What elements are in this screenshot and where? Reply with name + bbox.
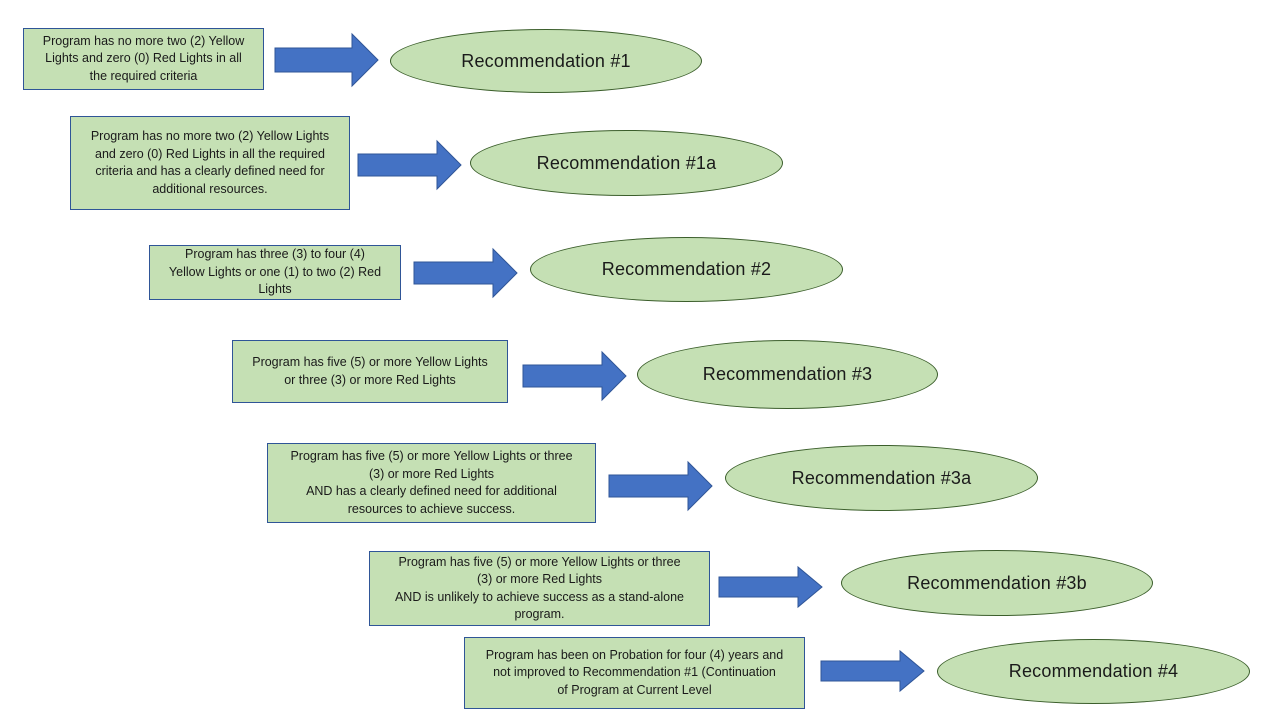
recommendation-oval-6: Recommendation #3b xyxy=(841,550,1153,616)
criteria-box-4: Program has five (5) or more Yellow Ligh… xyxy=(232,340,508,403)
recommendation-oval-2: Recommendation #1a xyxy=(470,130,783,196)
criteria-box-1: Program has no more two (2) Yellow Light… xyxy=(23,28,264,90)
recommendation-oval-4: Recommendation #3 xyxy=(637,340,938,409)
criteria-box-5: Program has five (5) or more Yellow Ligh… xyxy=(267,443,596,523)
right-arrow-icon xyxy=(718,565,823,609)
right-arrow-icon xyxy=(820,649,925,693)
right-arrow-icon xyxy=(608,460,713,512)
recommendation-oval-7: Recommendation #4 xyxy=(937,639,1250,704)
recommendation-oval-3: Recommendation #2 xyxy=(530,237,843,302)
criteria-box-7: Program has been on Probation for four (… xyxy=(464,637,805,709)
recommendation-oval-1: Recommendation #1 xyxy=(390,29,702,93)
right-arrow-icon xyxy=(274,32,379,88)
criteria-box-2: Program has no more two (2) Yellow Light… xyxy=(70,116,350,210)
recommendation-oval-5: Recommendation #3a xyxy=(725,445,1038,511)
right-arrow-icon xyxy=(413,247,518,299)
right-arrow-icon xyxy=(357,139,462,191)
criteria-box-6: Program has five (5) or more Yellow Ligh… xyxy=(369,551,710,626)
criteria-box-3: Program has three (3) to four (4) Yellow… xyxy=(149,245,401,300)
right-arrow-icon xyxy=(522,350,627,402)
